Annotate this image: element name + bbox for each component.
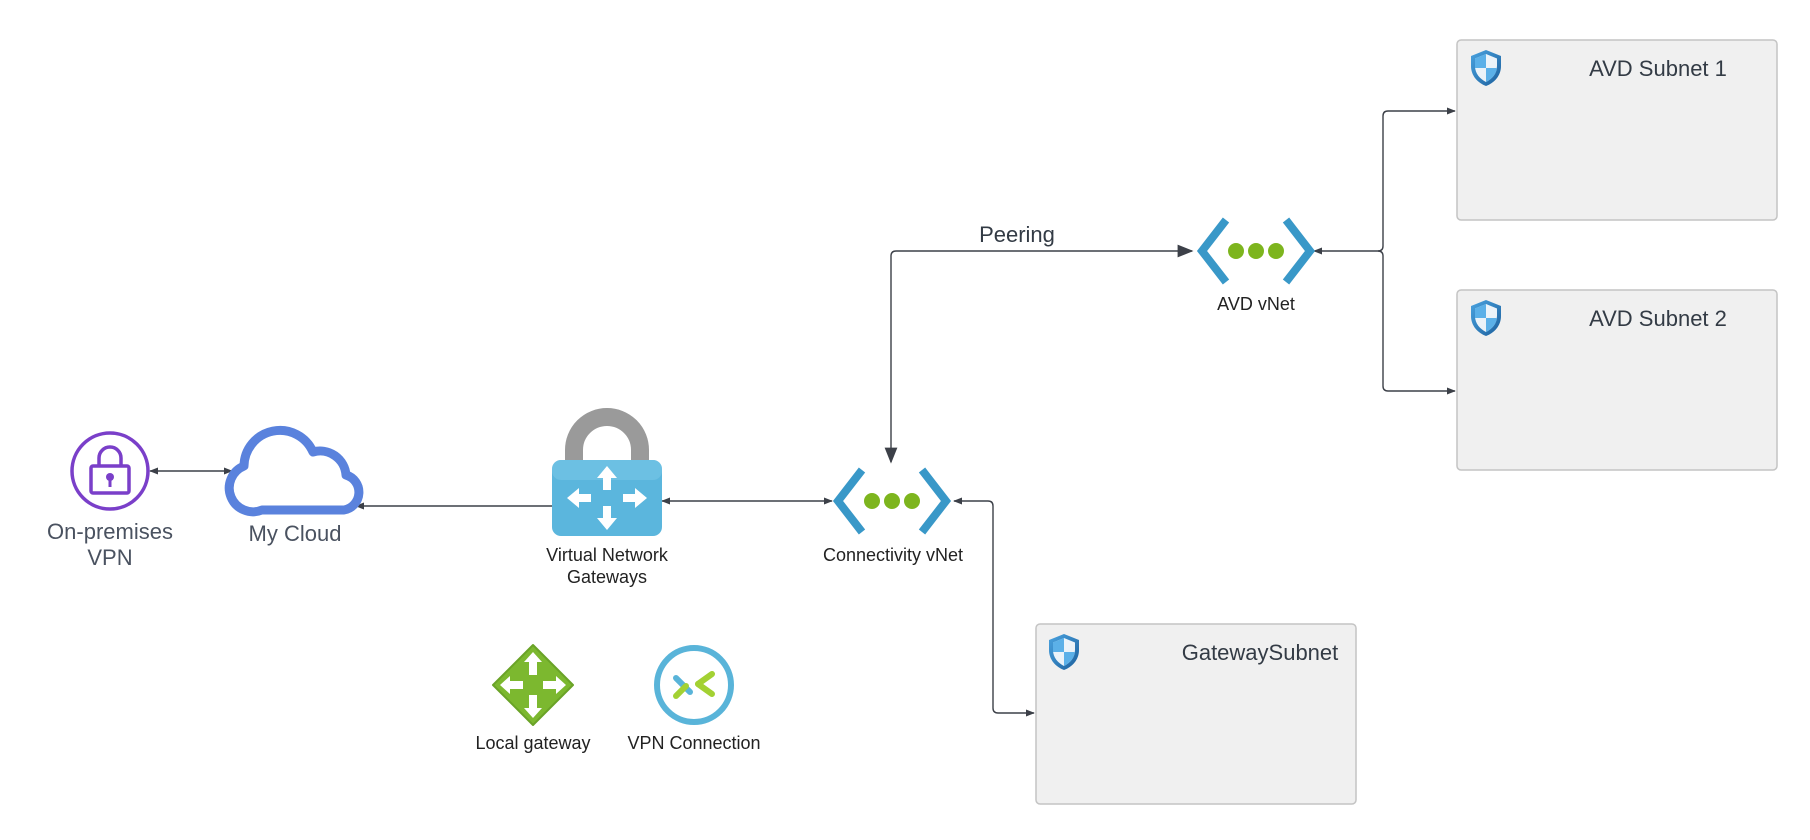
- my-cloud-node[interactable]: My Cloud: [224, 425, 364, 546]
- vpn-connection-label: VPN Connection: [627, 733, 760, 753]
- virtual-network-gateway-icon: [552, 408, 662, 536]
- lock-icon: [70, 431, 150, 511]
- peering-label: Peering: [979, 222, 1055, 247]
- gateway-subnet-box[interactable]: GatewaySubnet: [1035, 623, 1357, 805]
- onprem-label-line2: VPN: [87, 545, 132, 570]
- virtual-network-icon: [1196, 217, 1316, 285]
- vng-label-line2: Gateways: [567, 567, 647, 587]
- local-gateway-label: Local gateway: [475, 733, 590, 753]
- avd-subnet-2-box[interactable]: AVD Subnet 2: [1456, 289, 1778, 471]
- onprem-vpn-node[interactable]: On-premises VPN: [47, 431, 173, 570]
- edge-peering: [884, 244, 1194, 464]
- avd-subnet-1-box[interactable]: AVD Subnet 1: [1456, 39, 1778, 221]
- cloud-icon: [224, 425, 364, 517]
- vpn-connection-icon: [654, 645, 734, 725]
- gateway-subnet-title: GatewaySubnet: [1182, 640, 1339, 665]
- vpn-connection-node[interactable]: VPN Connection: [627, 645, 761, 753]
- edge-avdvnet-subnet1: [1313, 107, 1456, 255]
- vng-label-line1: Virtual Network: [546, 545, 669, 565]
- virtual-network-gateway-node[interactable]: Virtual Network Gateways: [546, 408, 669, 587]
- edge-connvnet-gatewaysubnet: [953, 497, 1035, 717]
- connectivity-vnet-label: Connectivity vNet: [823, 545, 963, 565]
- my-cloud-label: My Cloud: [249, 521, 342, 546]
- avd-subnet-1-title: AVD Subnet 1: [1589, 56, 1727, 81]
- local-gateway-node[interactable]: Local gateway: [475, 644, 591, 753]
- virtual-network-icon: [832, 467, 952, 535]
- avd-vnet-label: AVD vNet: [1217, 294, 1295, 314]
- connectors: [149, 107, 1456, 717]
- local-gateway-icon: [492, 644, 574, 726]
- connectivity-vnet-node[interactable]: Connectivity vNet: [823, 467, 963, 565]
- avd-subnet-2-title: AVD Subnet 2: [1589, 306, 1727, 331]
- edge-avdvnet-subnet2: [1377, 250, 1456, 395]
- onprem-label-line1: On-premises: [47, 519, 173, 544]
- avd-vnet-node[interactable]: AVD vNet: [1196, 217, 1316, 314]
